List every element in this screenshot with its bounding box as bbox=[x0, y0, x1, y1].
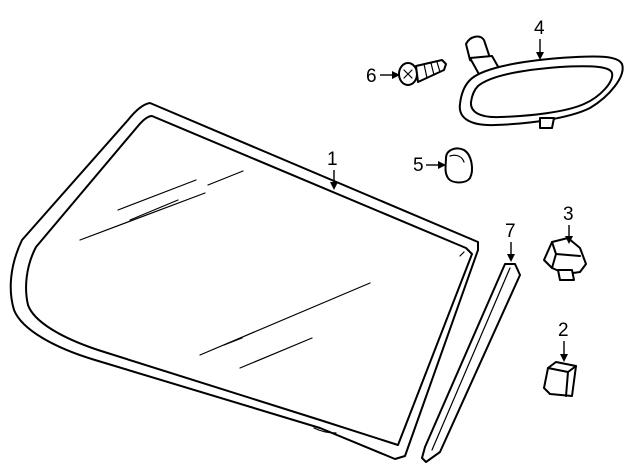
callout-2: 2 bbox=[558, 320, 569, 362]
callout-3: 3 bbox=[563, 204, 574, 244]
callout-1: 1 bbox=[327, 149, 338, 190]
callout-5-label: 5 bbox=[413, 155, 424, 176]
callout-4: 4 bbox=[534, 18, 545, 60]
callout-6-label: 6 bbox=[366, 66, 377, 87]
screw bbox=[398, 59, 447, 86]
mirror-base-cover bbox=[444, 147, 473, 184]
callout-7-label: 7 bbox=[505, 221, 516, 242]
callout-2-label: 2 bbox=[558, 320, 569, 341]
cover-cap bbox=[543, 361, 577, 397]
callout-1-label: 1 bbox=[327, 149, 338, 170]
callout-6: 6 bbox=[366, 66, 400, 87]
callout-4-label: 4 bbox=[534, 18, 545, 39]
retainer-clip bbox=[543, 237, 587, 281]
windshield-glass bbox=[9, 102, 479, 460]
side-molding bbox=[421, 263, 521, 463]
callout-5: 5 bbox=[413, 155, 446, 176]
callout-3-label: 3 bbox=[563, 204, 574, 225]
rearview-mirror bbox=[458, 35, 624, 129]
callout-7: 7 bbox=[505, 221, 516, 262]
